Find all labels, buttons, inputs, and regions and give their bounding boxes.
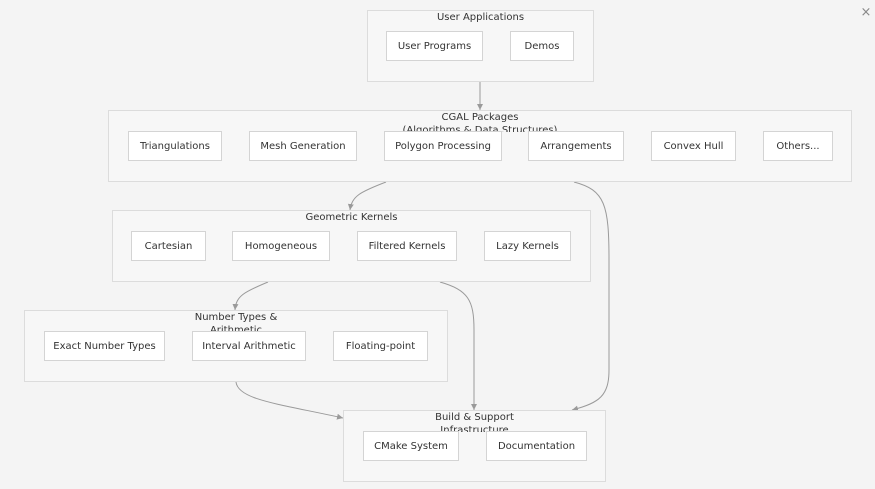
node-cmake-system[interactable]: CMake System xyxy=(363,431,459,461)
cluster-title: Build & Support Infrastructure xyxy=(344,411,605,432)
node-polygon-processing[interactable]: Polygon Processing xyxy=(384,131,502,161)
edge-cgal-packages-to-geometric-kernels xyxy=(347,181,387,211)
cluster-title: CGAL Packages (Algorithms & Data Structu… xyxy=(109,111,851,132)
cluster-title: User Applications xyxy=(368,11,593,24)
node-filtered-kernels[interactable]: Filtered Kernels xyxy=(357,231,457,261)
edge-geometric-kernels-to-build-support xyxy=(439,281,477,410)
node-lazy-kernels[interactable]: Lazy Kernels xyxy=(484,231,571,261)
node-user-programs[interactable]: User Programs xyxy=(386,31,483,61)
cluster-title-line1: CGAL Packages xyxy=(441,112,519,123)
edge-number-types-to-build-support xyxy=(235,381,344,420)
cluster-title-line1: Build & Support xyxy=(435,412,514,423)
node-others[interactable]: Others... xyxy=(763,131,833,161)
node-arrangements[interactable]: Arrangements xyxy=(528,131,624,161)
node-interval-arithmetic[interactable]: Interval Arithmetic xyxy=(192,331,306,361)
node-triangulations[interactable]: Triangulations xyxy=(128,131,222,161)
node-cartesian[interactable]: Cartesian xyxy=(131,231,206,261)
cluster-title-line1: Geometric Kernels xyxy=(305,212,398,223)
edge-geometric-kernels-to-number-types xyxy=(232,281,269,311)
node-exact-number-types[interactable]: Exact Number Types xyxy=(44,331,165,361)
node-convex-hull[interactable]: Convex Hull xyxy=(651,131,736,161)
node-demos[interactable]: Demos xyxy=(510,31,574,61)
node-homogeneous[interactable]: Homogeneous xyxy=(232,231,330,261)
cluster-title-line2: Arithmetic xyxy=(209,325,263,332)
close-icon[interactable]: × xyxy=(860,5,872,20)
node-mesh-generation[interactable]: Mesh Generation xyxy=(249,131,357,161)
node-documentation[interactable]: Documentation xyxy=(486,431,587,461)
cluster-build-support: Build & Support Infrastructure xyxy=(343,410,606,482)
edge-cgal-packages-to-build-support xyxy=(571,181,610,412)
cluster-title-line1: User Applications xyxy=(436,12,525,23)
cluster-title: Geometric Kernels xyxy=(113,211,590,224)
cluster-title-line2: (Algorithms & Data Structures) xyxy=(402,125,558,132)
cluster-title: Number Types & Arithmetic xyxy=(25,311,447,332)
cluster-title-line2: Infrastructure xyxy=(440,425,509,432)
cluster-title-line1: Number Types & xyxy=(194,312,278,323)
node-floating-point[interactable]: Floating-point xyxy=(333,331,428,361)
